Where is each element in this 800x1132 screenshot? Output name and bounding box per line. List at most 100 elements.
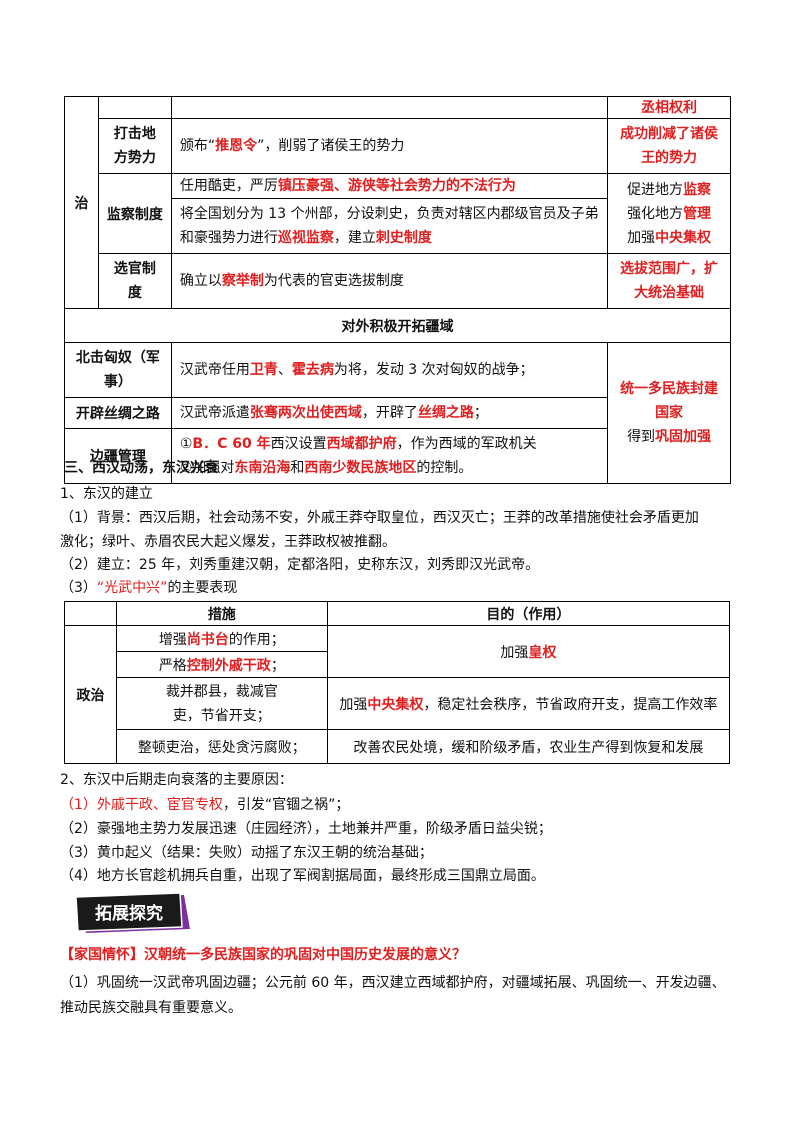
header-measure: 措施 <box>115 601 328 626</box>
question: 【家国情怀】汉朝统一多民族国家的巩固对中国历史发展的意义？ <box>60 945 466 965</box>
text: 西汉设置 <box>270 436 327 452</box>
purpose-cell: 改善农民处境，缓和阶级矛盾，农业生产得到恢复和发展 <box>326 729 731 764</box>
section-header: 对外积极开拓疆域 <box>64 308 731 343</box>
policy-table: 治 丞相权利 打击地方势力 颁布“推恩令”，削弱了诸侯王的势力 成功削减了诸侯王… <box>64 96 731 484</box>
highlight: 管理 <box>683 205 712 222</box>
text: ，引发“官锢之祸”； <box>222 797 350 813</box>
highlight: 卫青 <box>249 362 278 378</box>
paragraph: （1）外戚干政、宦官专权，引发“官锢之祸”； <box>60 795 349 815</box>
text: （3） <box>60 580 97 596</box>
text: 汉武帝派遣 <box>179 405 250 421</box>
highlight: 中央集权 <box>655 229 712 246</box>
row-measure: 确立以察举制为代表的官吏选拔制度 <box>170 253 609 309</box>
outer-label: 北击匈奴（军事） <box>64 342 172 398</box>
highlight: 霍去病 <box>291 362 334 378</box>
text: 和 <box>290 460 305 476</box>
text: 严格 <box>158 657 187 674</box>
text: ； <box>270 657 285 674</box>
highlight: 皇权 <box>528 644 557 661</box>
paragraph: （2）豪强地主势力发展迅速（庄园经济），土地兼并严重，阶级矛盾日益尖锐； <box>60 821 552 837</box>
outer-measure: ①B．C 60 年西汉设置西域都护府，作为西域的军政机关 ②加强对东南沿海和西南… <box>170 428 609 484</box>
row-label <box>97 96 172 119</box>
row-measure: 颁布“推恩令”，削弱了诸侯王的势力 <box>170 118 609 174</box>
measure-cell: 严格控制外戚干政； <box>115 651 328 678</box>
paragraph: 激化；绿叶、赤眉农民大起义爆发，王莽政权被推翻。 <box>60 534 396 550</box>
measure-cell: 裁并郡县，裁减官吏，节省开支； <box>115 677 328 730</box>
paragraph: （3）黄巾起义（结果：失败）动摇了东汉王朝的统治基础； <box>60 845 433 861</box>
highlight: 西南少数民族地区 <box>304 460 417 476</box>
paragraph: （3）“光武中兴”的主要表现 <box>60 578 237 598</box>
paragraph: （2）建立：25 年，刘秀重建汉朝，定都洛阳，史称东汉，刘秀即汉光武帝。 <box>60 557 540 573</box>
text: 促进地方 <box>627 181 684 198</box>
highlight: 镇压豪强、游侠等社会势力的不法行为 <box>277 178 516 194</box>
row-effect: 成功削减了诸侯王的势力 <box>607 118 731 174</box>
highlight: 选拔范围广，扩大统治基础 <box>620 261 719 301</box>
text: ① <box>179 436 193 452</box>
text: 整顿吏治，惩处贪污腐败； <box>137 739 306 756</box>
paragraph: 1、东汉的建立 <box>60 486 153 502</box>
text: 改善农民处境，缓和阶级矛盾，农业生产得到恢复和发展 <box>353 739 704 756</box>
outer-measure: 汉武帝派遣张骞两次出使西域，开辟了丝绸之路； <box>170 397 609 429</box>
paragraph: （1）背景：西汉后期，社会动荡不安，外戚王莽夺取皇位，西汉灭亡；王莽的改革措施使… <box>60 510 699 526</box>
text: 增强 <box>158 631 187 648</box>
guangwu-table: 措施 目的（作用） 政治 增强尚书台的作用； 加强皇权 严格控制外戚干政； 裁并… <box>64 601 731 764</box>
highlight: 巡视监察 <box>277 230 334 246</box>
highlight: 控制外戚干政 <box>186 657 271 674</box>
text: 汉武帝任用 <box>179 362 250 378</box>
outer-effect: 统一多民族封建国家 得到巩固加强 <box>607 342 731 484</box>
text: ，稳定社会秩序，节省政府开支，提高工作效率 <box>423 696 718 713</box>
paragraph: 2、东汉中后期走向衰落的主要原因： <box>60 772 293 788</box>
text: 将全国划分为 13 个州部，分设刺史，负责对辖区内郡级官员及子弟和豪强势力进行 <box>179 206 599 246</box>
purpose-cell: 加强中央集权，稳定社会秩序，节省政府开支，提高工作效率 <box>326 677 731 730</box>
side-label: 治 <box>64 96 99 309</box>
row-label: 选官制度 <box>97 253 172 309</box>
text: ，开辟了 <box>361 405 418 421</box>
measure-cell: 整顿吏治，惩处贪污腐败； <box>115 729 328 764</box>
row-label: 监察制度 <box>97 173 172 254</box>
highlight: B．C 60 年 <box>192 436 271 452</box>
highlight: 刺史制度 <box>375 230 432 246</box>
text: 加强 <box>627 229 656 246</box>
highlight: 西域都护府 <box>326 436 397 452</box>
text: 确立以 <box>179 273 222 289</box>
text: ，作为西域的军政机关 ②加强对 <box>179 436 537 476</box>
highlight: 巩固加强 <box>655 429 712 445</box>
row-measure <box>170 96 609 119</box>
row-effect: 选拔范围广，扩大统治基础 <box>607 253 731 309</box>
text: 的控制。 <box>416 460 473 476</box>
side-label: 政治 <box>64 625 117 764</box>
purpose-cell: 加强皇权 <box>326 625 731 678</box>
extension-banner: 拓展探究 <box>76 893 190 933</box>
highlight: 东南沿海 <box>234 460 291 476</box>
highlight: 丞相权利 <box>641 99 698 116</box>
section-title: 三、西汉动荡，东汉兴衰 <box>64 460 218 476</box>
corner-cell <box>64 601 117 626</box>
text: 任用酷吏，严厉 <box>179 178 278 194</box>
text: 加强 <box>339 696 368 713</box>
row-measure: 将全国划分为 13 个州部，分设刺史，负责对辖区内郡级官员及子弟和豪强势力进行巡… <box>170 198 609 254</box>
text: ”，削弱了诸侯王的势力 <box>257 138 405 154</box>
text: 的作用； <box>228 631 285 648</box>
paragraph: 推动民族交融具有重要意义。 <box>60 1000 242 1016</box>
highlight: （1）外戚干政、宦官专权 <box>60 797 223 813</box>
row-measure: 任用酷吏，严厉镇压豪强、游侠等社会势力的不法行为 <box>170 173 609 199</box>
highlight: 统一多民族封建国家 <box>620 381 719 421</box>
outer-label: 边疆管理 <box>64 428 172 484</box>
row-effect: 促进地方监察 强化地方管理 加强中央集权 <box>607 173 731 254</box>
outer-measure: 汉武帝任用卫青、霍去病为将，发动 3 次对匈奴的战争； <box>170 342 609 398</box>
highlight: 成功削减了诸侯王的势力 <box>620 126 719 166</box>
text: ，建立 <box>333 230 376 246</box>
row-label: 打击地方势力 <box>97 118 172 174</box>
question-text: 汉朝统一多民族国家的巩固对中国历史发展的意义？ <box>144 947 466 963</box>
highlight: 察举制 <box>221 273 264 289</box>
text: 颁布“ <box>179 138 216 154</box>
outer-label: 开辟丝绸之路 <box>64 397 172 429</box>
text: 为代表的官吏选拔制度 <box>263 273 404 289</box>
highlight: 丝绸之路 <box>417 405 474 421</box>
text: 强化地方 <box>627 205 684 222</box>
highlight: 张骞两次出使西域 <box>249 405 362 421</box>
text: 、 <box>277 362 292 378</box>
paragraph: （4）地方长官趁机拥兵自重，出现了军阀割据局面，最终形成三国鼎立局面。 <box>60 868 545 884</box>
text: ； <box>473 405 488 421</box>
text: 裁并郡县，裁减官吏，节省开支； <box>165 683 278 724</box>
